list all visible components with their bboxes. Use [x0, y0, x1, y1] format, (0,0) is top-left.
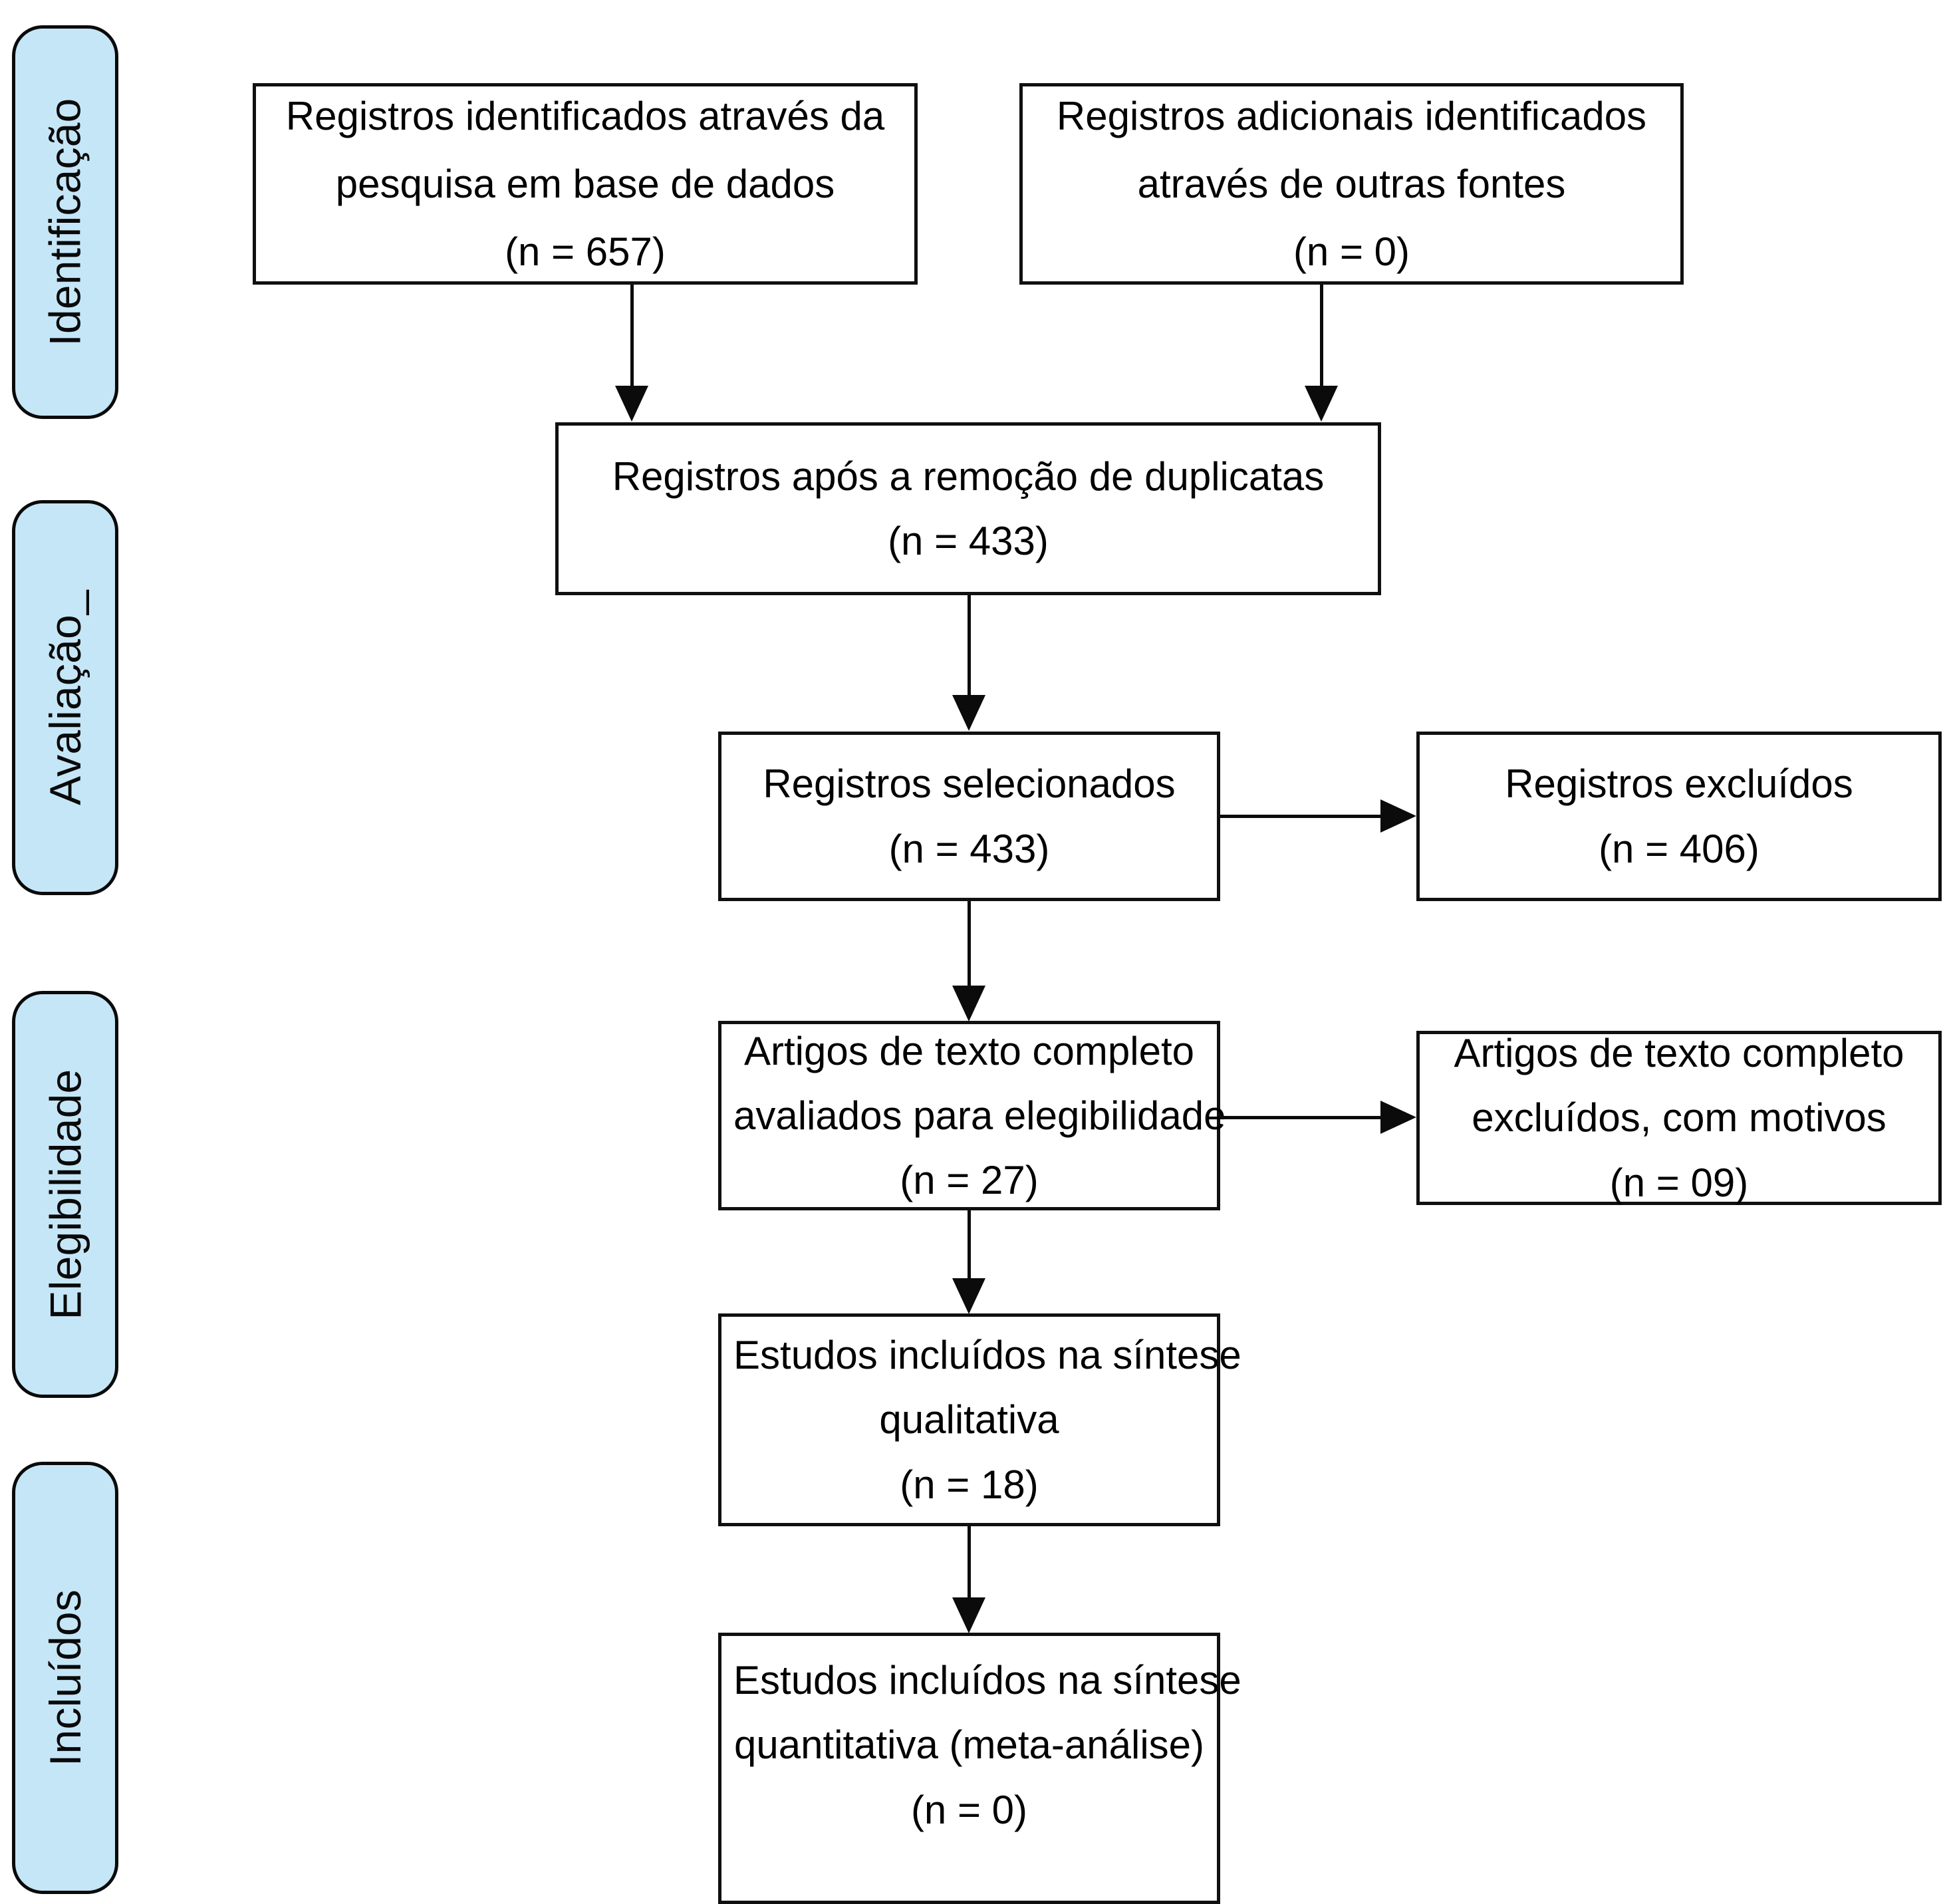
- connector-qualitative-to-quantitative: [968, 1526, 971, 1599]
- box-fulltext-assessed: Artigos de texto completo avaliados para…: [718, 1021, 1226, 1210]
- arrowhead-screened-to-excluded: [1380, 799, 1416, 833]
- box-identified-database-count: (n = 657): [505, 229, 666, 274]
- connector-other-sources-to-duplicates: [1320, 285, 1323, 388]
- box-identified-other-sources-line2: através de outras fontes: [1137, 161, 1566, 206]
- box-after-duplicates-line1: Registros após a remoção de duplicatas: [612, 454, 1325, 499]
- phase-label-identificacao: Identificação: [41, 98, 90, 346]
- box-quantitative-synthesis-line1: Estudos incluídos na síntese: [733, 1658, 1241, 1703]
- arrowhead-other-sources-to-duplicates: [1305, 386, 1338, 422]
- box-records-excluded-line1: Registros excluídos: [1505, 761, 1853, 807]
- box-records-excluded: Registros excluídos (n = 406): [1416, 732, 1942, 901]
- connector-fulltext-to-excluded: [1220, 1116, 1383, 1119]
- box-quantitative-synthesis-line2: quantitativa (meta-análise): [733, 1722, 1205, 1768]
- box-fulltext-excluded-line1: Artigos de texto completo: [1454, 1031, 1904, 1076]
- box-after-duplicates-count: (n = 433): [888, 519, 1049, 563]
- box-records-screened-count: (n = 433): [888, 826, 1050, 871]
- phase-pill-identificacao: Identificação: [12, 25, 118, 419]
- box-fulltext-assessed-count: (n = 27): [900, 1158, 1039, 1203]
- box-identified-other-sources-line1: Registros adicionais identificados: [1056, 93, 1647, 138]
- box-qualitative-synthesis-line2: qualitativa: [879, 1397, 1059, 1442]
- box-qualitative-synthesis-line1: Estudos incluídos na síntese: [733, 1333, 1241, 1378]
- box-identified-other-sources: Registros adicionais identificados atrav…: [1019, 83, 1684, 285]
- connector-screened-to-excluded: [1220, 815, 1383, 818]
- arrowhead-identified-database-to-duplicates: [615, 386, 648, 422]
- box-quantitative-synthesis-count: (n = 0): [910, 1787, 1028, 1832]
- connector-fulltext-to-qualitative: [968, 1210, 971, 1280]
- phase-label-incluidos: Incluídos: [41, 1589, 90, 1766]
- box-quantitative-synthesis: Estudos incluídos na síntese quantitativ…: [718, 1633, 1241, 1904]
- box-fulltext-excluded-line2: excluídos, com motivos: [1472, 1095, 1886, 1141]
- arrowhead-fulltext-to-excluded: [1380, 1101, 1416, 1134]
- arrowhead-qualitative-to-quantitative: [952, 1597, 985, 1633]
- box-qualitative-synthesis: Estudos incluídos na síntese qualitativa…: [718, 1313, 1241, 1526]
- box-qualitative-synthesis-count: (n = 18): [900, 1462, 1039, 1507]
- connector-duplicates-to-screened: [968, 595, 971, 696]
- connector-screened-to-fulltext: [968, 901, 971, 988]
- arrowhead-screened-to-fulltext: [952, 986, 985, 1021]
- box-records-excluded-count: (n = 406): [1599, 826, 1759, 871]
- phase-label-elegibilidade: Elegibilidade: [41, 1069, 90, 1320]
- box-fulltext-assessed-line1: Artigos de texto completo: [743, 1028, 1195, 1073]
- phase-pill-elegibilidade: Elegibilidade: [12, 991, 118, 1398]
- arrowhead-fulltext-to-qualitative: [952, 1278, 985, 1314]
- box-identified-other-sources-count: (n = 0): [1293, 229, 1410, 274]
- phase-pill-incluidos: Incluídos: [12, 1462, 118, 1894]
- phase-label-avaliacao: Avaliação_: [41, 590, 90, 805]
- arrowhead-duplicates-to-screened: [952, 695, 985, 731]
- box-identified-database-line2: pesquisa em base de dados: [335, 161, 835, 206]
- box-fulltext-assessed-line2: avaliados para elegibilidade: [733, 1093, 1226, 1138]
- box-identified-database-line1: Registros identificados através da: [285, 93, 885, 138]
- box-fulltext-excluded-count: (n = 09): [1609, 1160, 1749, 1205]
- box-records-screened-line1: Registros selecionados: [763, 761, 1176, 807]
- phase-pill-avaliacao: Avaliação_: [12, 500, 118, 895]
- box-fulltext-excluded: Artigos de texto completo excluídos, com…: [1416, 1031, 1942, 1205]
- box-records-screened: Registros selecionados (n = 433): [718, 732, 1220, 901]
- box-identified-database: Registros identificados através da pesqu…: [253, 83, 918, 285]
- connector-identified-database-to-duplicates: [630, 285, 634, 388]
- box-after-duplicates: Registros após a remoção de duplicatas (…: [555, 422, 1381, 595]
